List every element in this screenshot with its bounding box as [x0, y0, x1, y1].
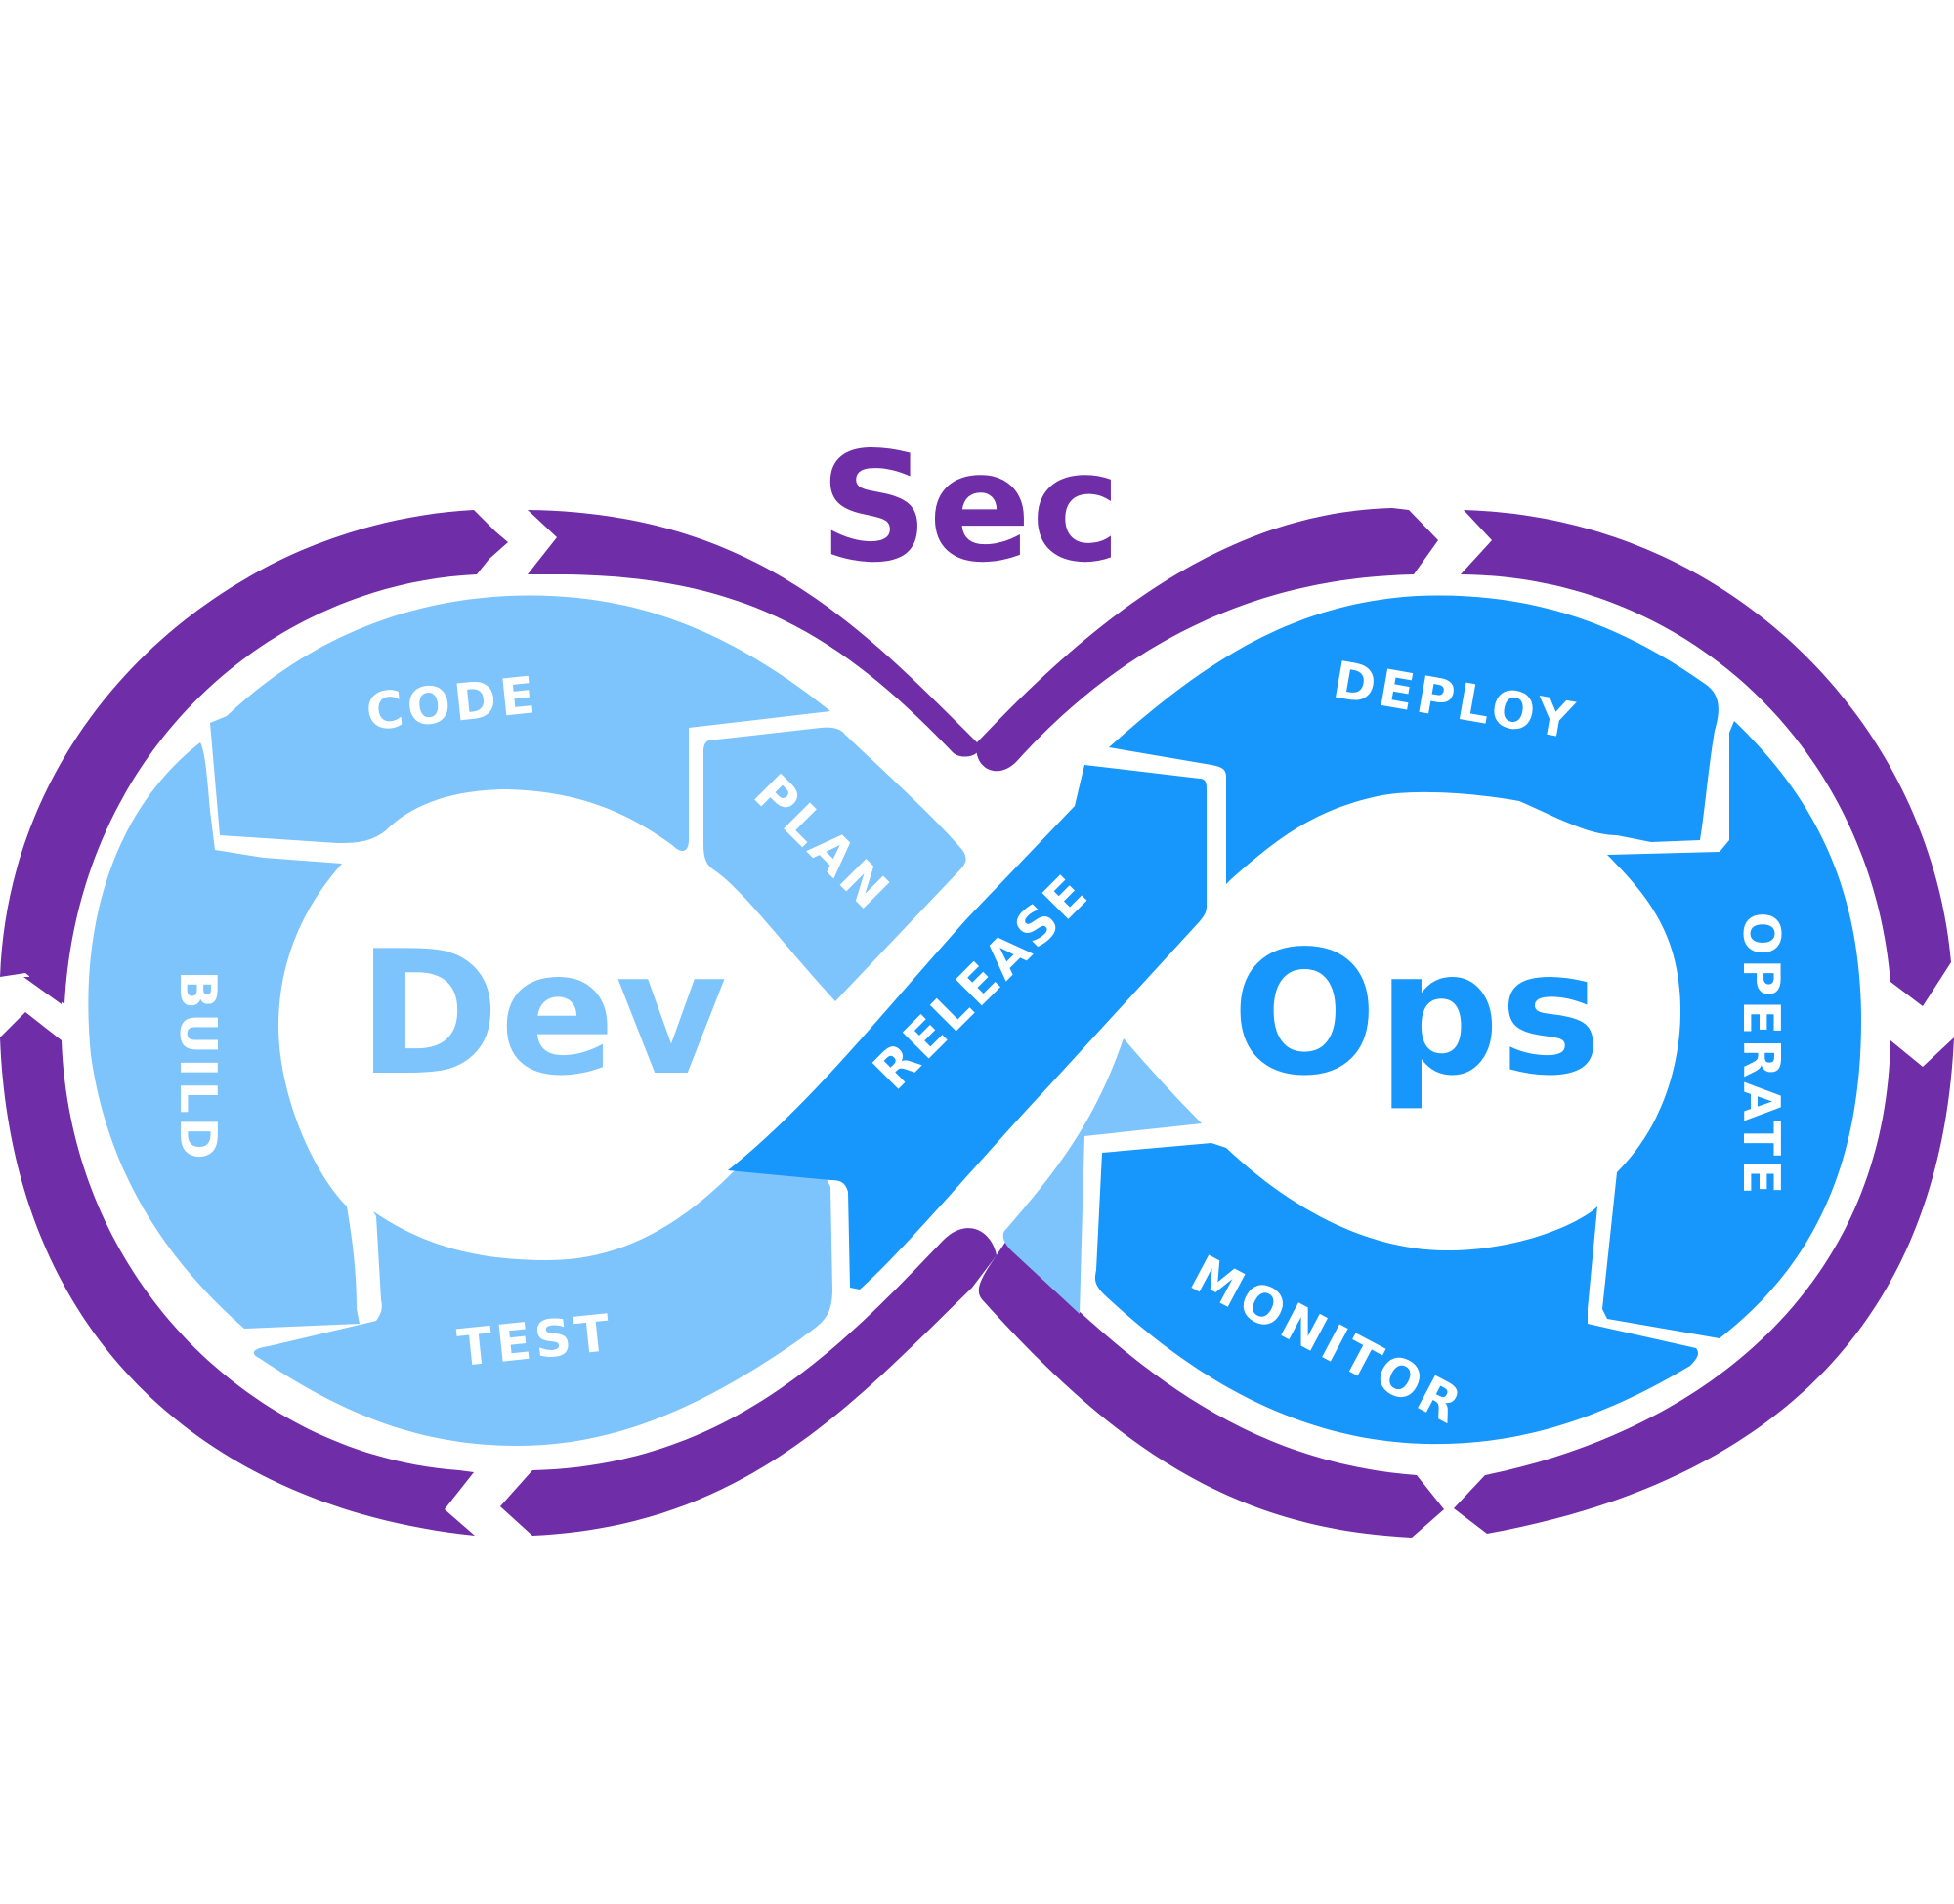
sec-arc-top-center-left [528, 510, 980, 757]
dev-segment-plan [703, 727, 966, 1001]
ops-segment-deploy [1109, 595, 1719, 884]
dev-label: Dev [358, 915, 727, 1114]
sec-arc-bottom-left [0, 1012, 475, 1536]
dev-segment-code [210, 595, 830, 852]
sec-arc-top-center-right [976, 508, 1438, 772]
sec-arc-bottom-right [1454, 1037, 1954, 1534]
stage-label-build: BUILD [168, 970, 227, 1164]
sec-arc-top-right [1461, 510, 1951, 1006]
sec-arc-top-left-main [0, 510, 504, 1004]
sec-arc-bottom-center-right [978, 1241, 1444, 1538]
ops-loop [728, 595, 1861, 1445]
dev-segment-monitor-wedge [1002, 1038, 1202, 1314]
dev-segment-test [253, 1167, 833, 1446]
ops-segment-release [728, 765, 1207, 1290]
sec-label: Sec [820, 419, 1122, 596]
sec-arc-bottom-center-left [500, 1228, 997, 1536]
stage-label-operate: OPERATE [1731, 911, 1790, 1198]
ops-label: Ops [1232, 915, 1601, 1114]
ops-segment-operate [1602, 721, 1861, 1338]
dev-loop [88, 595, 1202, 1446]
sec-outer-loop [0, 508, 1954, 1538]
ops-segment-monitor [1094, 1143, 1698, 1445]
dev-segment-build [88, 742, 361, 1329]
